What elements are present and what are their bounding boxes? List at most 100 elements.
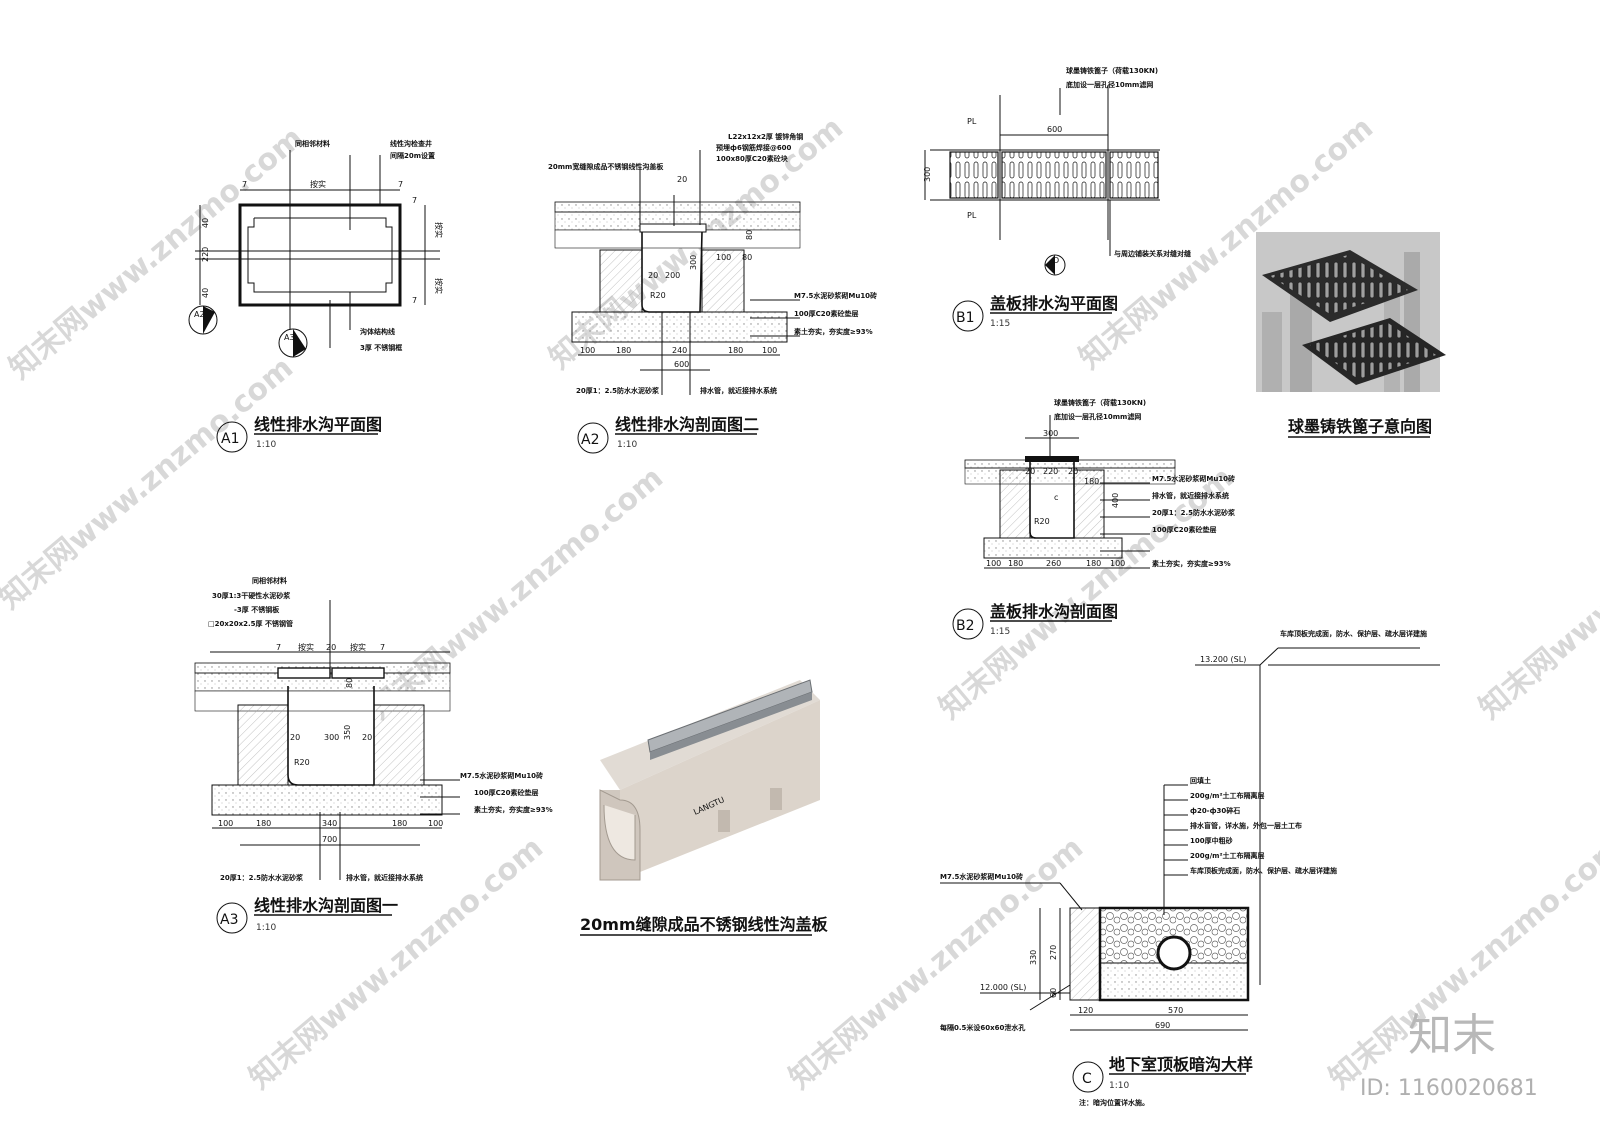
detail-B1: 球墨铸铁篦子（荷载130KN) 底加设一层孔径10mm滤网 与周边铺装关系对缝对… (923, 66, 1191, 332)
detail-title: 盖板排水沟剖面图 (990, 602, 1118, 621)
note: 预埋ф6钢筋焊接@600 (716, 143, 792, 152)
watermark-text: 知末网www.znzmo.com (1473, 460, 1600, 726)
note: 素土夯实，夯实度≥93% (794, 327, 873, 336)
dim: R20 (1034, 517, 1050, 526)
watermark-text: 知末网www.znzmo.com (783, 830, 1090, 1096)
badge-label: B2 (956, 618, 975, 634)
dim: 340 (322, 819, 337, 828)
dim: 600 (1047, 125, 1062, 134)
dim: 300 (689, 255, 698, 270)
layer-note: 车库顶板完成面，防水、保护层、疏水层详建施 (1190, 866, 1337, 875)
detail-badge (216, 421, 248, 453)
dim: 120 (1078, 1006, 1093, 1015)
badge-label: C (1082, 1071, 1092, 1087)
dim-label: 按实 (434, 278, 444, 294)
detail-scale: 1:10 (1109, 1081, 1129, 1091)
dim: 180 (728, 346, 743, 355)
dim: 350 (343, 725, 352, 740)
detail-badge (952, 300, 984, 332)
note: 100x80厚C20素砼块 (716, 154, 789, 163)
dim: 7 (380, 643, 385, 652)
detail-A2: L22x12x2厚 镀锌角钢 预埋ф6钢筋焊接@600 100x80厚C20素砼… (548, 132, 877, 454)
note: -3厚 不锈钢板 (234, 605, 280, 614)
dim: 180 (1008, 559, 1023, 568)
dim: c (1054, 493, 1058, 502)
marker-label: A2 (194, 310, 205, 319)
grate-panel (949, 151, 999, 199)
dim: 7 (242, 180, 247, 189)
layer-note: 200g/m²土工布隔离层 (1190, 791, 1265, 800)
note: M7.5水泥砂浆砌Mu10砖 (1152, 474, 1235, 483)
dim: 20 (326, 643, 336, 652)
footnote: 注：暗沟位置详水施。 (1079, 1098, 1149, 1107)
layer-note: ф20-ф30碎石 (1190, 806, 1240, 815)
note: 排水管，就近接排水系统 (700, 386, 777, 395)
id-watermark: ID: 1160020681 (1360, 1076, 1538, 1101)
dim: 300 (324, 733, 339, 742)
dim: 80 (345, 678, 354, 688)
dim: 20 (1068, 467, 1078, 476)
detail-title: 盖板排水沟平面图 (990, 294, 1118, 313)
note: 球墨铸铁篦子（荷载130KN) (1054, 398, 1146, 407)
dim: 180 (392, 819, 407, 828)
dim: 180 (616, 346, 631, 355)
note: 100厚C20素砼垫层 (474, 788, 539, 797)
note: 素土夯实，夯实度≥93% (474, 805, 553, 814)
dim: 20 (1025, 467, 1035, 476)
note: 沟体结构线 (360, 327, 395, 336)
channel-outline (238, 203, 402, 307)
dim: 7 (412, 296, 417, 305)
dim: 700 (322, 835, 337, 844)
detail-scale: 1:10 (256, 440, 276, 450)
photo-cast-iron-grate: 球墨铸铁篦子意向图 (1256, 232, 1446, 438)
detail-scale: 1:15 (990, 627, 1010, 637)
badge-label: A1 (221, 431, 239, 447)
detail-C: 13.200 (SL) 车库顶板完成面，防水、保护层、疏水层详建施 回填土 20… (940, 629, 1440, 1107)
dim: 7 (398, 180, 403, 189)
dim: 100 (1110, 559, 1125, 568)
note: 3厚 不锈钢框 (360, 343, 402, 352)
brand-watermark: 知末 (1408, 1010, 1496, 1061)
grate-panel (1109, 151, 1159, 199)
detail-A1: 同相邻材料 线性沟检查井 间隔20m设置 沟体结构线 3厚 不锈钢框 按实 按实… (188, 139, 444, 453)
dim: 240 (672, 346, 687, 355)
dim: R20 (650, 291, 666, 300)
note: L22x12x2厚 镀锌角钢 (728, 132, 803, 141)
photo-stainless-channel: LANGTU 20mm缝隙成品不锈钢线性沟盖板 (580, 679, 829, 936)
layer-note: 回填土 (1190, 776, 1211, 785)
dim: 80 (742, 253, 752, 262)
note: 素土夯实，夯实度≥93% (1152, 559, 1231, 568)
dim: 270 (1049, 945, 1058, 960)
note: 线性沟检查井 (390, 139, 432, 148)
note: 100厚C20素砼垫层 (1152, 525, 1217, 534)
detail-badge (1072, 1061, 1104, 1093)
dim: 20 (290, 733, 300, 742)
note: 与周边铺装关系对缝对缝 (1114, 249, 1191, 258)
dim: 7 (412, 196, 417, 205)
dim: R20 (294, 758, 310, 767)
note: 间隔20m设置 (390, 151, 435, 160)
dim: 100 (986, 559, 1001, 568)
dim: 40 (201, 288, 210, 298)
note: 20mm宽缝隙成品不锈钢线性沟盖板 (548, 162, 664, 171)
dim: 20 (677, 175, 687, 184)
photo-caption: 20mm缝隙成品不锈钢线性沟盖板 (580, 915, 829, 934)
dim: 100 (218, 819, 233, 828)
dim: 220 (1043, 467, 1058, 476)
watermark-text: 知末网www.znzmo.com (243, 830, 550, 1096)
level-mark: 13.200 (SL) (1200, 655, 1246, 664)
dim: 570 (1168, 1006, 1183, 1015)
detail-badge (577, 422, 609, 454)
dim: 330 (1029, 950, 1038, 965)
dim: 600 (674, 360, 689, 369)
note: 30厚1:3干硬性水泥砂浆 (212, 591, 291, 600)
dim: PL (967, 117, 977, 126)
note: 排水管，就近接排水系统 (346, 873, 423, 882)
note: 20厚1：2.5防水水泥砂浆 (1152, 508, 1236, 517)
detail-title: 线性排水沟剖面图二 (615, 415, 759, 434)
note: M7.5水泥砂浆砌Mu10砖 (460, 771, 543, 780)
dim: 80 (745, 230, 754, 240)
note: 球墨铸铁篦子（荷载130KN) (1066, 66, 1158, 75)
dim: 100 (428, 819, 443, 828)
